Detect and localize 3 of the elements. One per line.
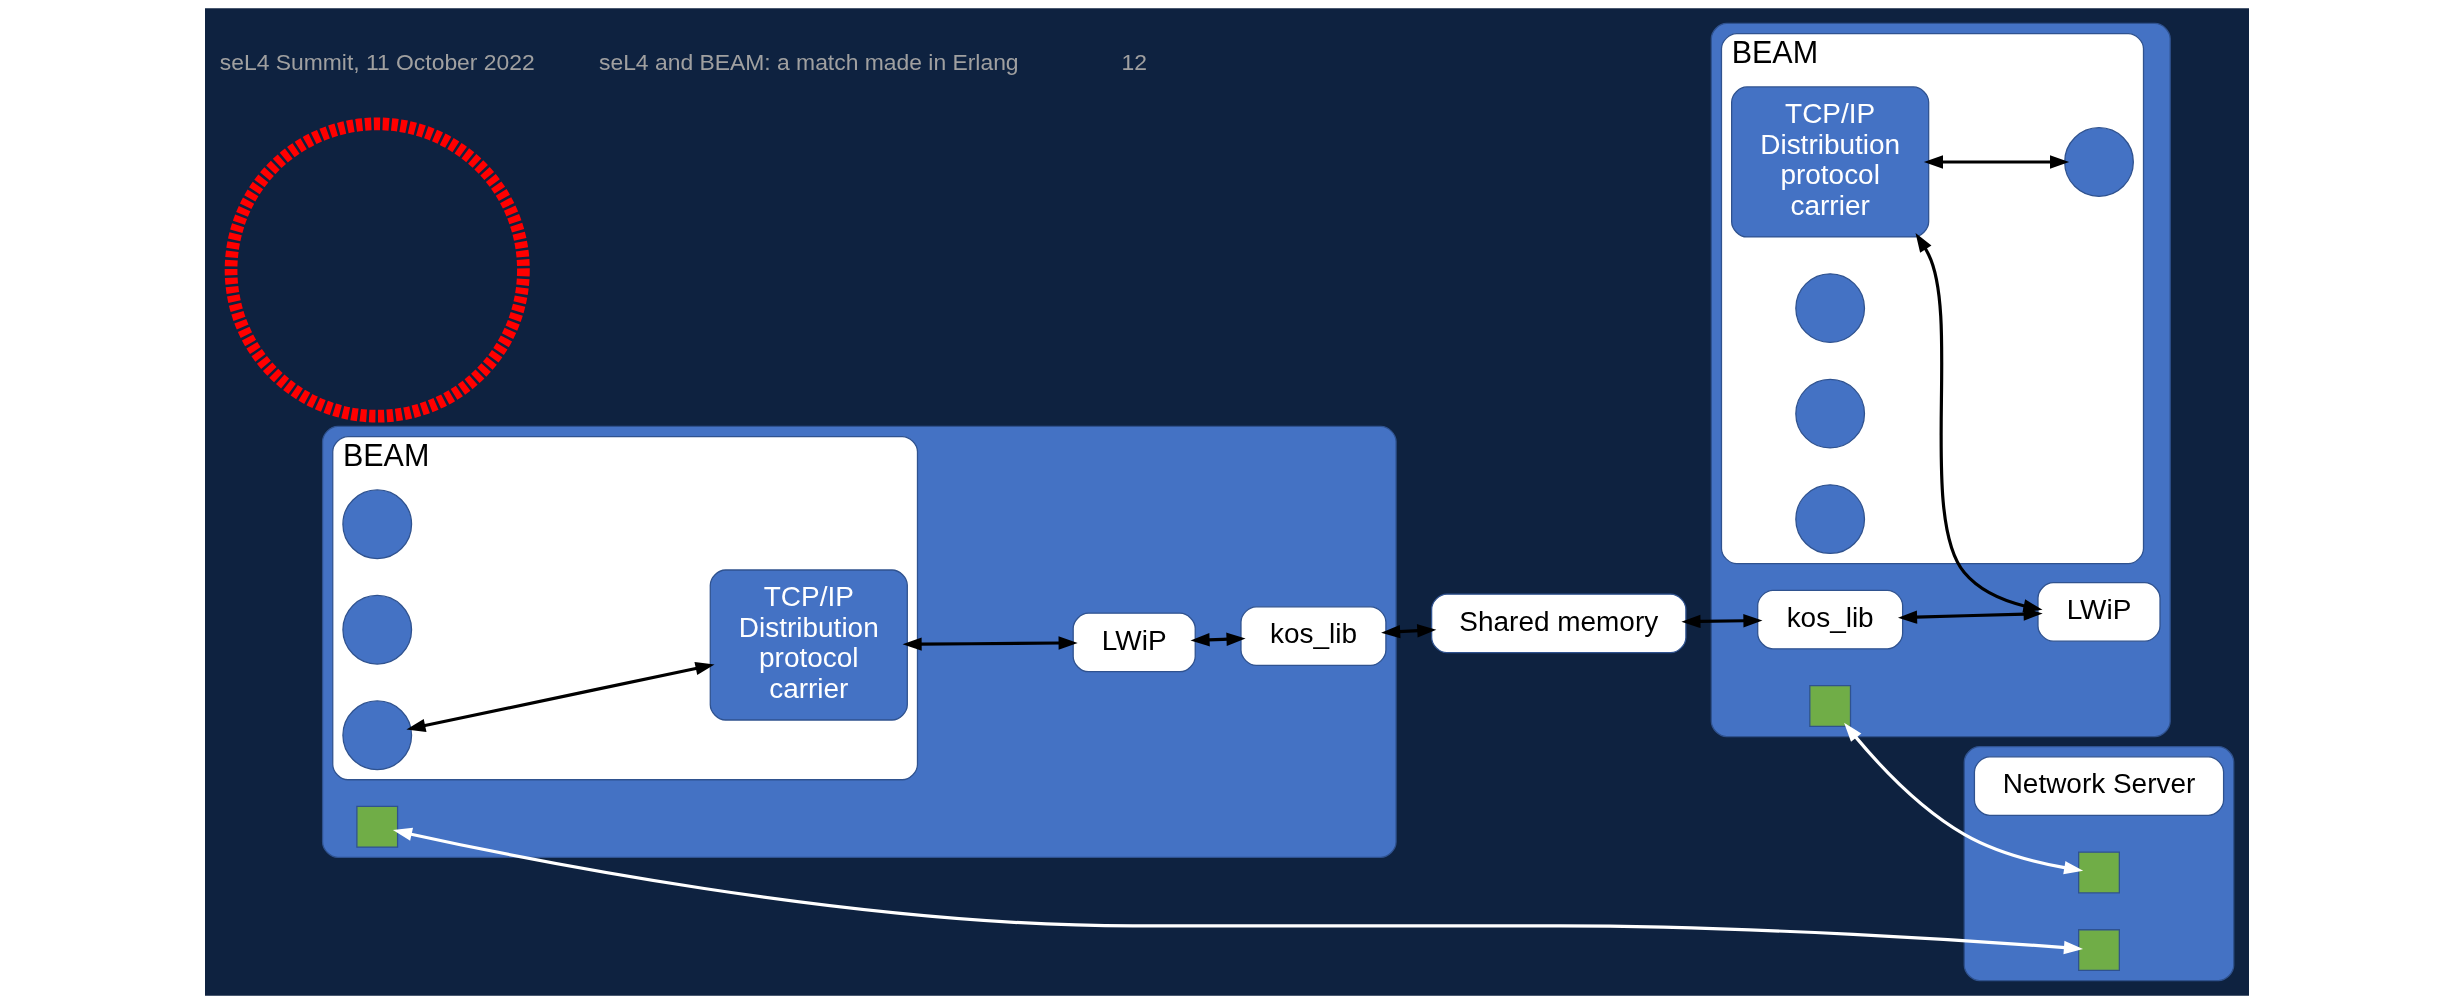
label: 12 — [1120, 48, 1147, 75]
label: seL4 and BEAM: a match made in Erlang — [598, 48, 1019, 75]
label: seL4 Summit, 11 October 2022 — [219, 48, 535, 75]
